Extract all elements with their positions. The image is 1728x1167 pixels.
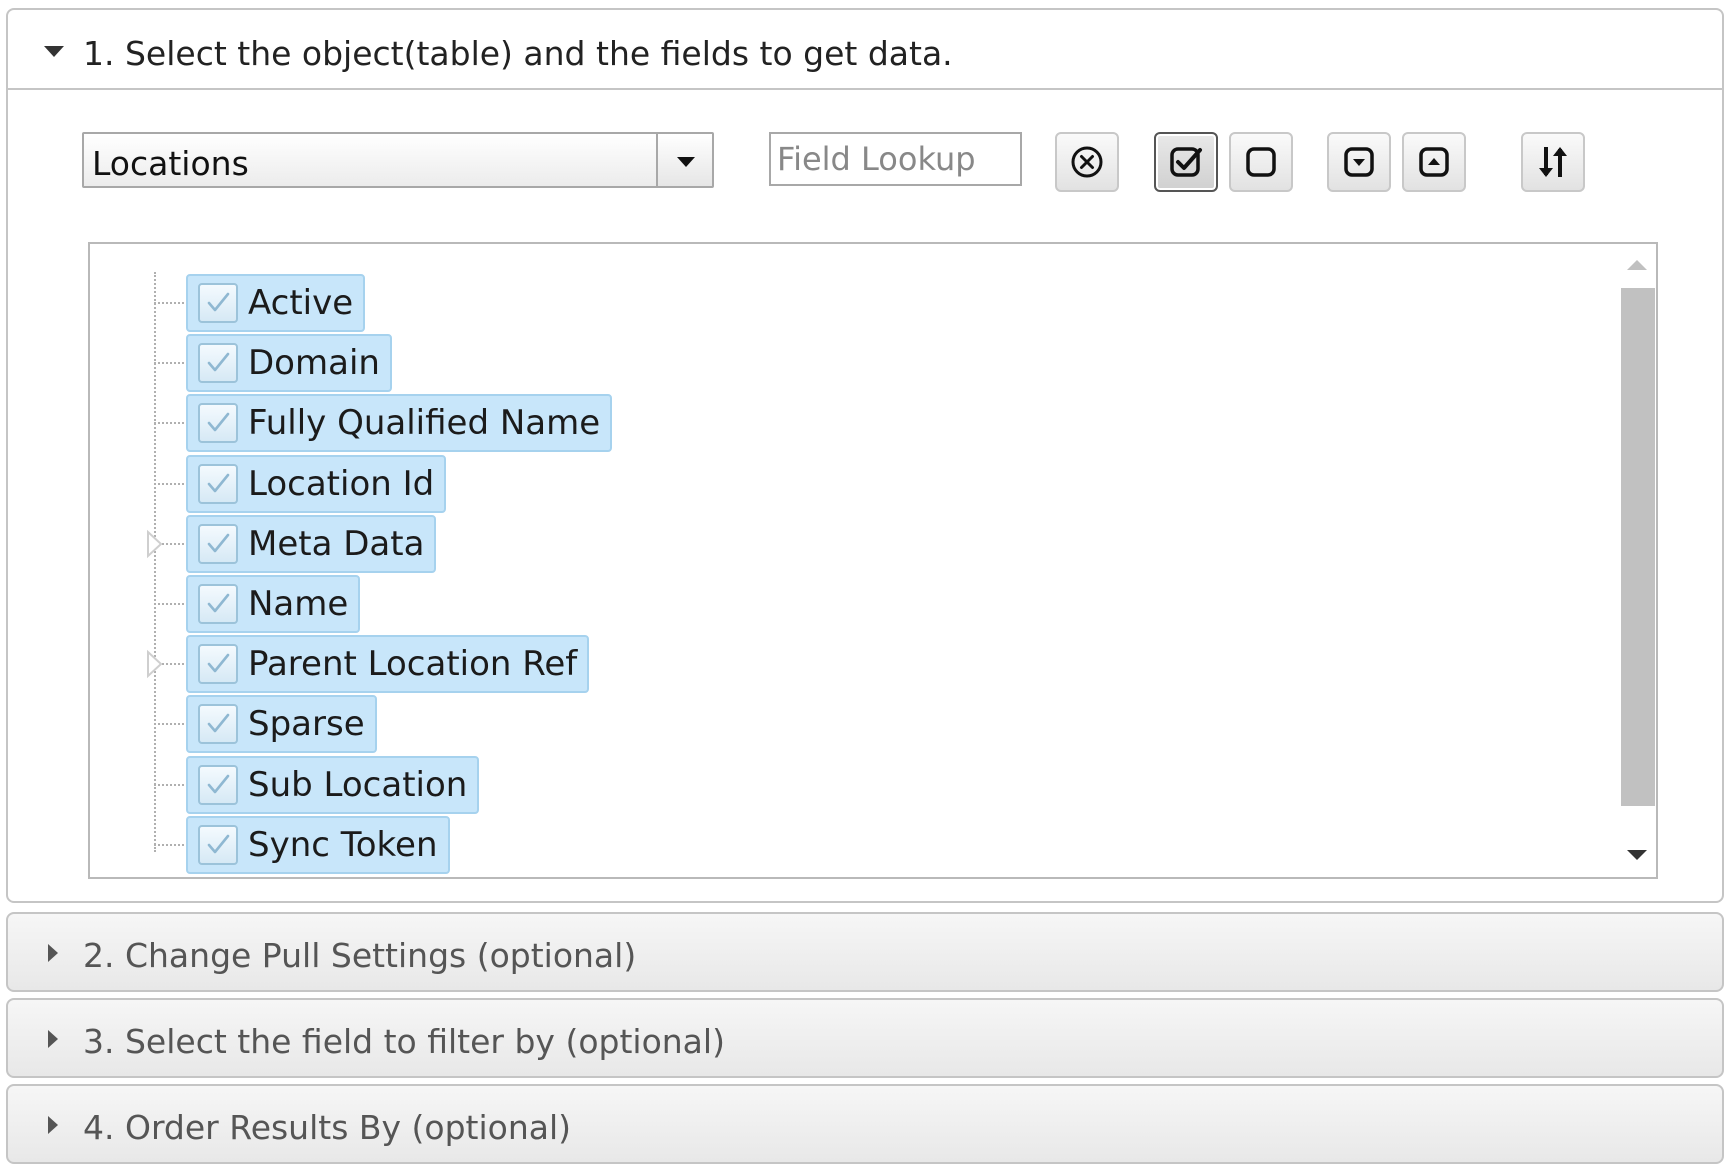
tree-branch-line [154, 302, 184, 304]
tree-item[interactable]: Sparse [90, 693, 1490, 753]
field-lookup-input[interactable] [769, 132, 1022, 186]
field-chip[interactable]: Sync Token [186, 816, 450, 874]
checkmark-icon [207, 533, 230, 553]
field-label: Parent Location Ref [248, 644, 578, 684]
tree-branch-line [154, 663, 184, 665]
field-checkbox[interactable] [198, 343, 238, 383]
field-checkbox[interactable] [198, 644, 238, 684]
field-chip[interactable]: Location Id [186, 455, 447, 513]
field-label: Fully Qualified Name [248, 403, 601, 443]
tree-branch-line [154, 723, 184, 725]
checkmark-icon [207, 412, 230, 432]
section-pull-settings[interactable]: 2. Change Pull Settings (optional) [6, 912, 1724, 992]
checkmark-icon [207, 834, 230, 854]
section-order-results[interactable]: 4. Order Results By (optional) [6, 1084, 1724, 1164]
tree-item[interactable]: Location Id [90, 453, 1490, 513]
section-1-title: 1. Select the object(table) and the fiel… [83, 34, 953, 73]
field-checkbox[interactable] [198, 464, 238, 504]
sort-icon [1539, 147, 1567, 177]
collapse-all-button[interactable] [1402, 132, 1466, 192]
tree-connector [154, 272, 156, 852]
scroll-thumb[interactable] [1621, 288, 1655, 806]
expand-arrow-icon[interactable] [145, 529, 165, 559]
tree-item[interactable]: Sub Location [90, 754, 1490, 814]
check-all-button[interactable] [1154, 132, 1218, 192]
field-label: Name [248, 584, 349, 624]
uncheck-all-button[interactable] [1229, 132, 1293, 192]
tree-branch-line [154, 844, 184, 846]
field-label: Domain [248, 343, 380, 383]
sort-button[interactable] [1521, 132, 1585, 192]
checkmark-icon [207, 713, 230, 733]
field-chip[interactable]: Domain [186, 334, 392, 392]
clear-lookup-button[interactable] [1055, 132, 1119, 192]
tree-scrollbar[interactable] [1616, 244, 1656, 877]
tree-branch-line [154, 422, 184, 424]
checkmark-icon [207, 352, 230, 372]
caret-right-icon [48, 1030, 58, 1048]
tree-branch-line [154, 362, 184, 364]
section-4-title: 4. Order Results By (optional) [83, 1108, 572, 1147]
field-chip[interactable]: Meta Data [186, 515, 437, 573]
field-label: Sub Location [248, 765, 468, 805]
tree-item[interactable]: Name [90, 573, 1490, 633]
checkmark-icon [207, 653, 230, 673]
caret-right-icon [48, 944, 58, 962]
field-chip[interactable]: Name [186, 575, 361, 633]
field-checkbox[interactable] [198, 584, 238, 624]
field-checkbox[interactable] [198, 524, 238, 564]
caret-right-icon [48, 1116, 58, 1134]
chevron-down-icon [677, 157, 695, 167]
section-2-title: 2. Change Pull Settings (optional) [83, 936, 637, 975]
field-chip[interactable]: Parent Location Ref [186, 635, 590, 693]
expand-all-button[interactable] [1327, 132, 1391, 192]
tree-branch-line [154, 543, 184, 545]
expand-arrow-icon[interactable] [145, 649, 165, 679]
scroll-down-arrow-icon[interactable] [1627, 850, 1647, 860]
clear-circle-x-icon [1071, 146, 1103, 178]
object-select-value: Locations [92, 144, 249, 183]
field-label: Meta Data [248, 524, 425, 564]
section-1-header[interactable]: 1. Select the object(table) and the fiel… [8, 10, 1722, 90]
field-chip[interactable]: Fully Qualified Name [186, 394, 613, 452]
field-label: Location Id [248, 464, 435, 504]
field-chip[interactable]: Sub Location [186, 756, 480, 814]
object-select[interactable]: Locations [82, 132, 714, 188]
dropdown-arrow-button[interactable] [656, 134, 712, 186]
checkmark-icon [207, 593, 230, 613]
section-3-title: 3. Select the field to filter by (option… [83, 1022, 725, 1061]
expand-all-icon [1344, 147, 1374, 177]
field-checkbox[interactable] [198, 403, 238, 443]
caret-down-icon [44, 46, 64, 57]
tree-item[interactable]: Fully Qualified Name [90, 392, 1490, 452]
checkmark-icon [207, 292, 230, 312]
tree-branch-line [154, 784, 184, 786]
section-select-object: 1. Select the object(table) and the fiel… [6, 8, 1724, 903]
checkmark-icon [207, 774, 230, 794]
check-all-icon [1170, 147, 1202, 177]
field-label: Sparse [248, 704, 365, 744]
collapse-all-icon [1419, 147, 1449, 177]
tree-branch-line [154, 603, 184, 605]
tree-item[interactable]: Meta Data [90, 513, 1490, 573]
tree-item[interactable]: Parent Location Ref [90, 633, 1490, 693]
field-checkbox[interactable] [198, 825, 238, 865]
field-label: Sync Token [248, 825, 438, 865]
field-checkbox[interactable] [198, 765, 238, 805]
tree-item[interactable]: Active [90, 272, 1490, 332]
section-filter-field[interactable]: 3. Select the field to filter by (option… [6, 998, 1724, 1078]
tree-branch-line [154, 483, 184, 485]
field-checkbox[interactable] [198, 283, 238, 323]
checkmark-icon [207, 473, 230, 493]
field-chip[interactable]: Active [186, 274, 366, 332]
tree-item[interactable]: Domain [90, 332, 1490, 392]
field-label: Active [248, 283, 354, 323]
tree-item[interactable]: Sync Token [90, 814, 1490, 874]
uncheck-all-icon [1246, 147, 1276, 177]
field-chip[interactable]: Sparse [186, 695, 377, 753]
field-checkbox[interactable] [198, 704, 238, 744]
scroll-up-arrow-icon[interactable] [1627, 260, 1647, 270]
